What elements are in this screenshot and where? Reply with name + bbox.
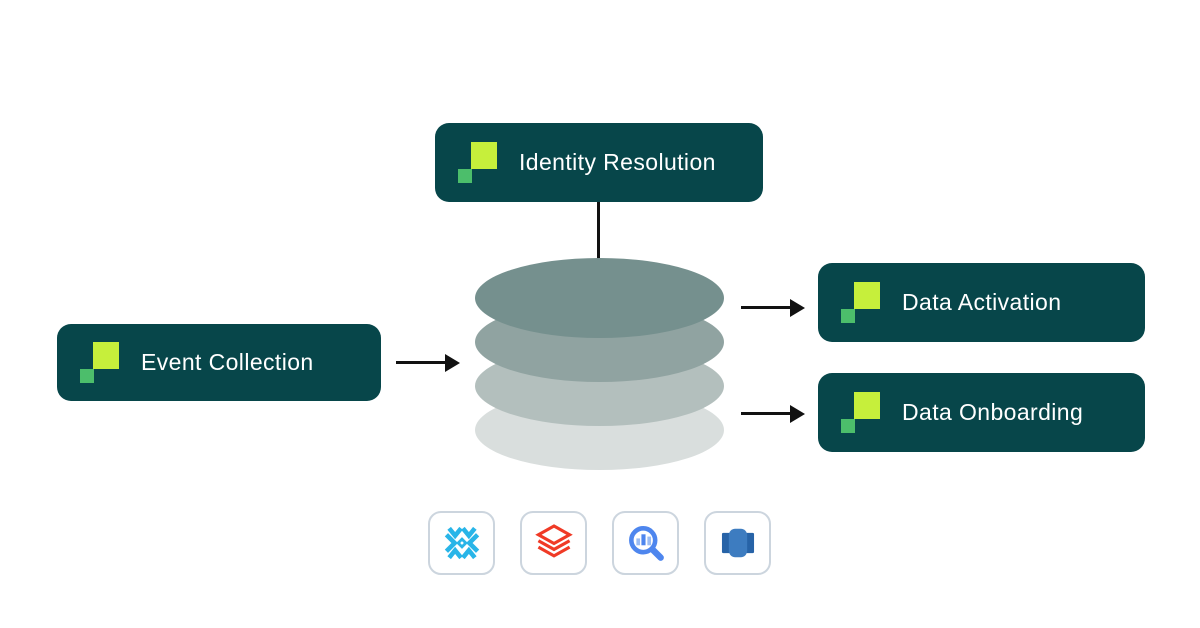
logo-square-small [80, 369, 94, 383]
redshift-icon [721, 528, 754, 558]
tile-redshift [704, 511, 771, 575]
node-label-identity-resolution: Identity Resolution [519, 149, 716, 175]
rudderstack-logo-icon [80, 342, 119, 383]
rudderstack-logo-icon [841, 392, 880, 433]
tile-databricks [520, 511, 587, 575]
connector-identity-to-stack [597, 202, 600, 259]
warehouse-logos-row [428, 511, 771, 575]
logo-square-large [854, 392, 880, 419]
node-label-data-activation: Data Activation [902, 289, 1062, 315]
logo-square-small [841, 309, 855, 323]
node-identity-resolution: Identity Resolution [435, 123, 763, 202]
arrowhead-right-icon [445, 353, 460, 372]
logo-square-large [854, 282, 880, 309]
node-data-activation: Data Activation [818, 263, 1145, 342]
warehouse-stack-layer-1 [475, 258, 724, 338]
node-event-collection: Event Collection [57, 324, 381, 401]
arrow-stack-to-onboarding [741, 404, 805, 423]
logo-square-small [458, 169, 472, 183]
arrowhead-right-icon [790, 404, 805, 423]
logo-square-large [471, 142, 497, 169]
snowflake-icon [444, 526, 479, 560]
arrow-event-to-stack [396, 353, 460, 372]
arrow-stack-to-activation [741, 298, 805, 317]
databricks-icon [534, 524, 573, 558]
bigquery-icon [628, 526, 664, 561]
rudderstack-logo-icon [458, 142, 497, 183]
arrowhead-right-icon [790, 298, 805, 317]
logo-square-small [841, 419, 855, 433]
node-label-data-onboarding: Data Onboarding [902, 399, 1084, 425]
logo-square-large [93, 342, 119, 369]
rudderstack-logo-icon [841, 282, 880, 323]
node-label-event-collection: Event Collection [141, 349, 314, 375]
node-data-onboarding: Data Onboarding [818, 373, 1145, 452]
tile-snowflake [428, 511, 495, 575]
tile-bigquery [612, 511, 679, 575]
